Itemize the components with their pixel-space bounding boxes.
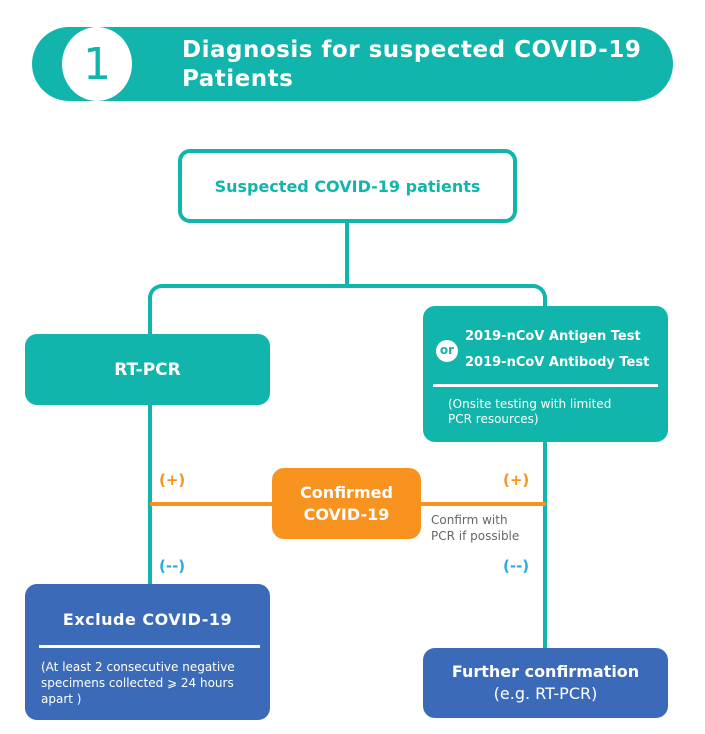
or-badge: or [436,340,458,362]
further-line-2: (e.g. RT-PCR) [493,684,598,703]
divider [39,645,260,648]
positive-label-left: (+) [159,471,186,489]
node-further-confirmation: Further confirmation (e.g. RT-PCR) [423,648,668,718]
step-number-badge: 1 [62,27,132,101]
node-rt-pcr: RT-PCR [25,334,270,405]
confirm-note: Confirm with PCR if possible [431,512,519,544]
connector-left [148,300,152,584]
divider [433,384,658,387]
confirm-note-1: Confirm with [431,513,508,527]
connector-right [543,300,547,648]
connector-trunk [345,222,349,286]
exclude-note-3: apart ) [41,692,82,706]
rapid-note-1: (Onsite testing with limited [448,397,612,411]
exclude-note-1: (At least 2 consecutive negative [41,660,235,674]
confirmed-line-2: COVID-19 [303,504,390,524]
antigen-test-label: 2019-nCoV Antigen Test [465,329,641,344]
title-line-1: Diagnosis for suspected COVID-19 [182,37,642,63]
exclude-note-2: specimens collected ⩾ 24 hours [41,676,234,690]
page-title: Diagnosis for suspected COVID-19 Patient… [182,36,641,94]
title-line-2: Patients [182,66,294,92]
antibody-test-label: 2019-nCoV Antibody Test [465,355,650,370]
node-confirmed: Confirmed COVID-19 [272,468,421,539]
node-suspected: Suspected COVID-19 patients [178,149,517,223]
further-line-1: Further confirmation [451,662,640,681]
node-rapid-test: or 2019-nCoV Antigen Test 2019-nCoV Anti… [423,306,668,442]
connector-branch [148,284,547,314]
node-exclude: Exclude COVID-19 (At least 2 consecutive… [25,584,270,720]
exclude-title: Exclude COVID-19 [62,610,233,629]
negative-label-left: (--) [159,557,186,575]
confirm-note-2: PCR if possible [431,529,520,543]
confirmed-line-1: Confirmed [300,482,393,502]
header-banner [32,27,673,101]
rapid-note-2: PCR resources) [448,412,539,426]
positive-label-right: (+) [503,471,530,489]
negative-label-right: (--) [503,557,530,575]
